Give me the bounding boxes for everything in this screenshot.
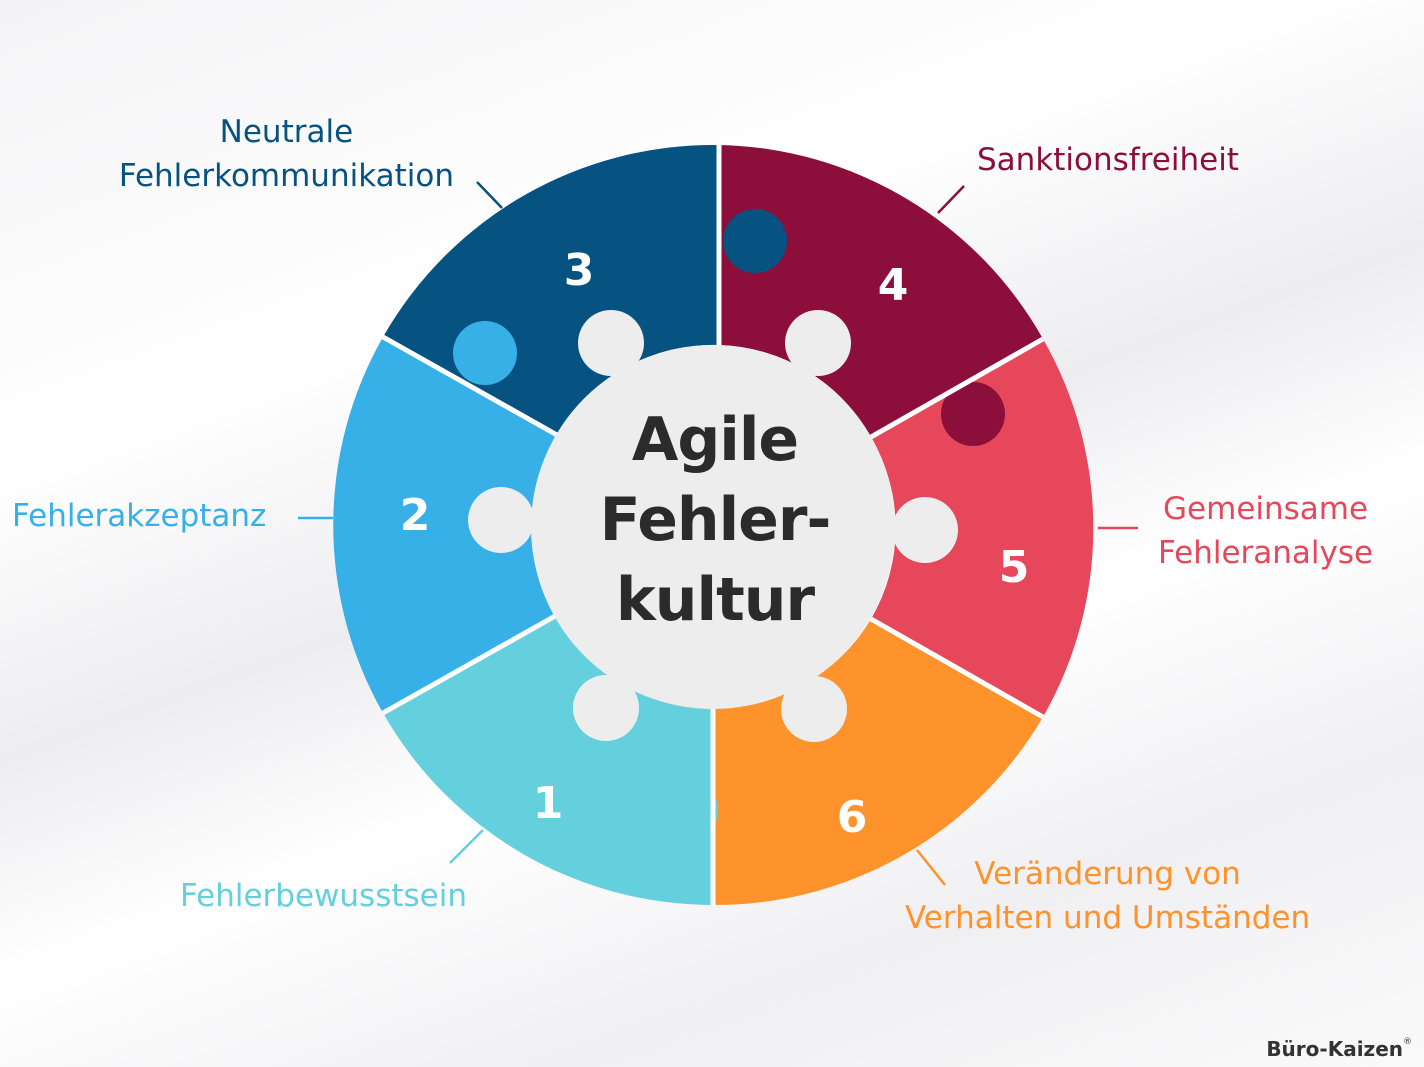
label-piece-5: Gemeinsame Fehleranalyse [1158,487,1373,575]
puzzle-seams [381,145,1045,905]
pointer-line-3 [476,181,503,209]
brand-logo: Büro-Kaizen® [1266,1037,1412,1061]
hub-knob-6 [781,676,847,742]
hub-knob-4 [785,310,851,376]
label-piece-1: Fehlerbewusstsein [180,874,467,918]
label-piece-3: Neutrale Fehlerkommunikation [119,110,454,198]
label-pointers [298,181,1138,886]
center-title-line-2: Fehler- [599,485,832,555]
label-piece-2: Fehlerakzeptanz [12,494,266,538]
hub-knob-2 [468,487,534,553]
label-piece-6-line-1: Veränderung von [974,856,1241,892]
center-title-line-3: kultur [615,565,815,635]
puzzle-piece-5 [871,339,1094,717]
pointer-line-1 [449,829,484,864]
puzzle-tab-6-into-5 [905,661,969,725]
hub-knob-3 [578,310,644,376]
hub-knob-5 [892,497,958,563]
label-piece-3-line-1: Neutrale [219,114,354,150]
label-piece-4-line-1: Sanktionsfreiheit [977,142,1239,178]
puzzle-tab-2-into-3 [453,321,517,385]
piece-number-5: 5 [999,542,1030,593]
label-piece-3-line-2: Fehlerkommunikation [118,158,454,194]
center-hub [531,345,895,709]
brand-registered-mark: ® [1403,1037,1412,1047]
puzzle-tab-3-into-4 [723,209,787,273]
puzzle-tab-4-into-5 [941,382,1005,446]
piece-number-1: 1 [533,778,564,829]
brand-name: Büro-Kaizen [1266,1037,1403,1061]
piece-number-2: 2 [400,490,431,541]
label-piece-5-line-2: Fehleranalyse [1158,535,1374,571]
piece-number-6: 6 [837,792,868,843]
pointer-line-4 [937,185,965,214]
center-title-line-1: Agile [631,405,799,475]
label-piece-4: Sanktionsfreiheit [977,138,1239,182]
label-piece-6: Veränderung von Verhalten und Umständen [905,852,1310,940]
center-title: Agile Fehler- kultur [565,400,865,640]
label-piece-6-line-2: Verhalten und Umständen [905,900,1311,936]
label-piece-2-line-1: Fehlerakzeptanz [12,498,267,534]
label-piece-5-line-1: Gemeinsame [1163,491,1369,527]
label-piece-1-line-1: Fehlerbewusstsein [180,878,467,914]
puzzle-tab-2-into-1 [416,608,480,672]
piece-number-3: 3 [564,245,595,296]
puzzle-tab-1-into-6 [652,777,718,843]
piece-number-4: 4 [878,260,909,311]
pointer-line-6 [916,849,946,886]
hub-knob-1 [573,675,639,741]
puzzle-piece-2 [333,337,557,713]
